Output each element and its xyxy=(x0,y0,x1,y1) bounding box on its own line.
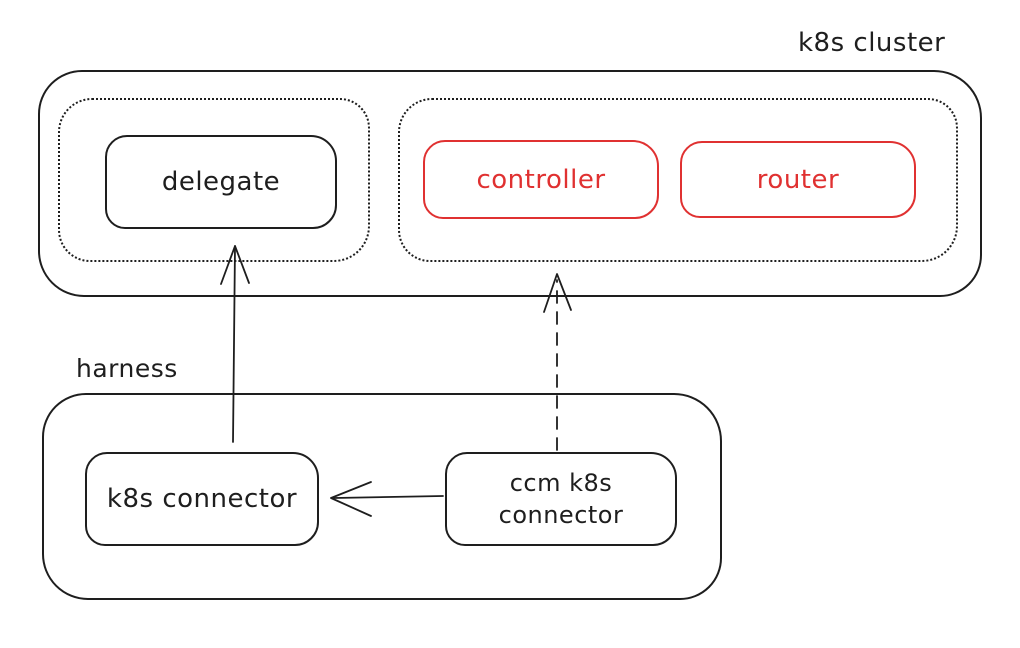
ccm-group-container xyxy=(398,98,958,262)
harness-label: harness xyxy=(76,354,178,383)
k8s-connector-node: k8s connector xyxy=(85,452,319,546)
delegate-node: delegate xyxy=(105,135,337,229)
controller-node-label: controller xyxy=(476,164,606,195)
ccm-k8s-connector-node: ccm k8s connector xyxy=(445,452,677,546)
ccm-k8s-connector-label-line2: connector xyxy=(498,501,624,529)
delegate-node-label: delegate xyxy=(161,167,281,197)
k8s-cluster-container xyxy=(38,70,982,297)
delegate-group-container xyxy=(58,98,370,262)
k8s-cluster-label: k8s cluster xyxy=(798,28,946,58)
router-node-label: router xyxy=(756,164,840,195)
ccm-k8s-connector-label-line1: ccm k8s xyxy=(509,468,613,497)
harness-container xyxy=(42,393,722,600)
ccm-k8s-connector-node-label: ccm k8s connector xyxy=(499,467,624,532)
router-node: router xyxy=(680,141,916,218)
controller-node: controller xyxy=(423,140,659,219)
k8s-connector-node-label: k8s connector xyxy=(106,484,298,514)
